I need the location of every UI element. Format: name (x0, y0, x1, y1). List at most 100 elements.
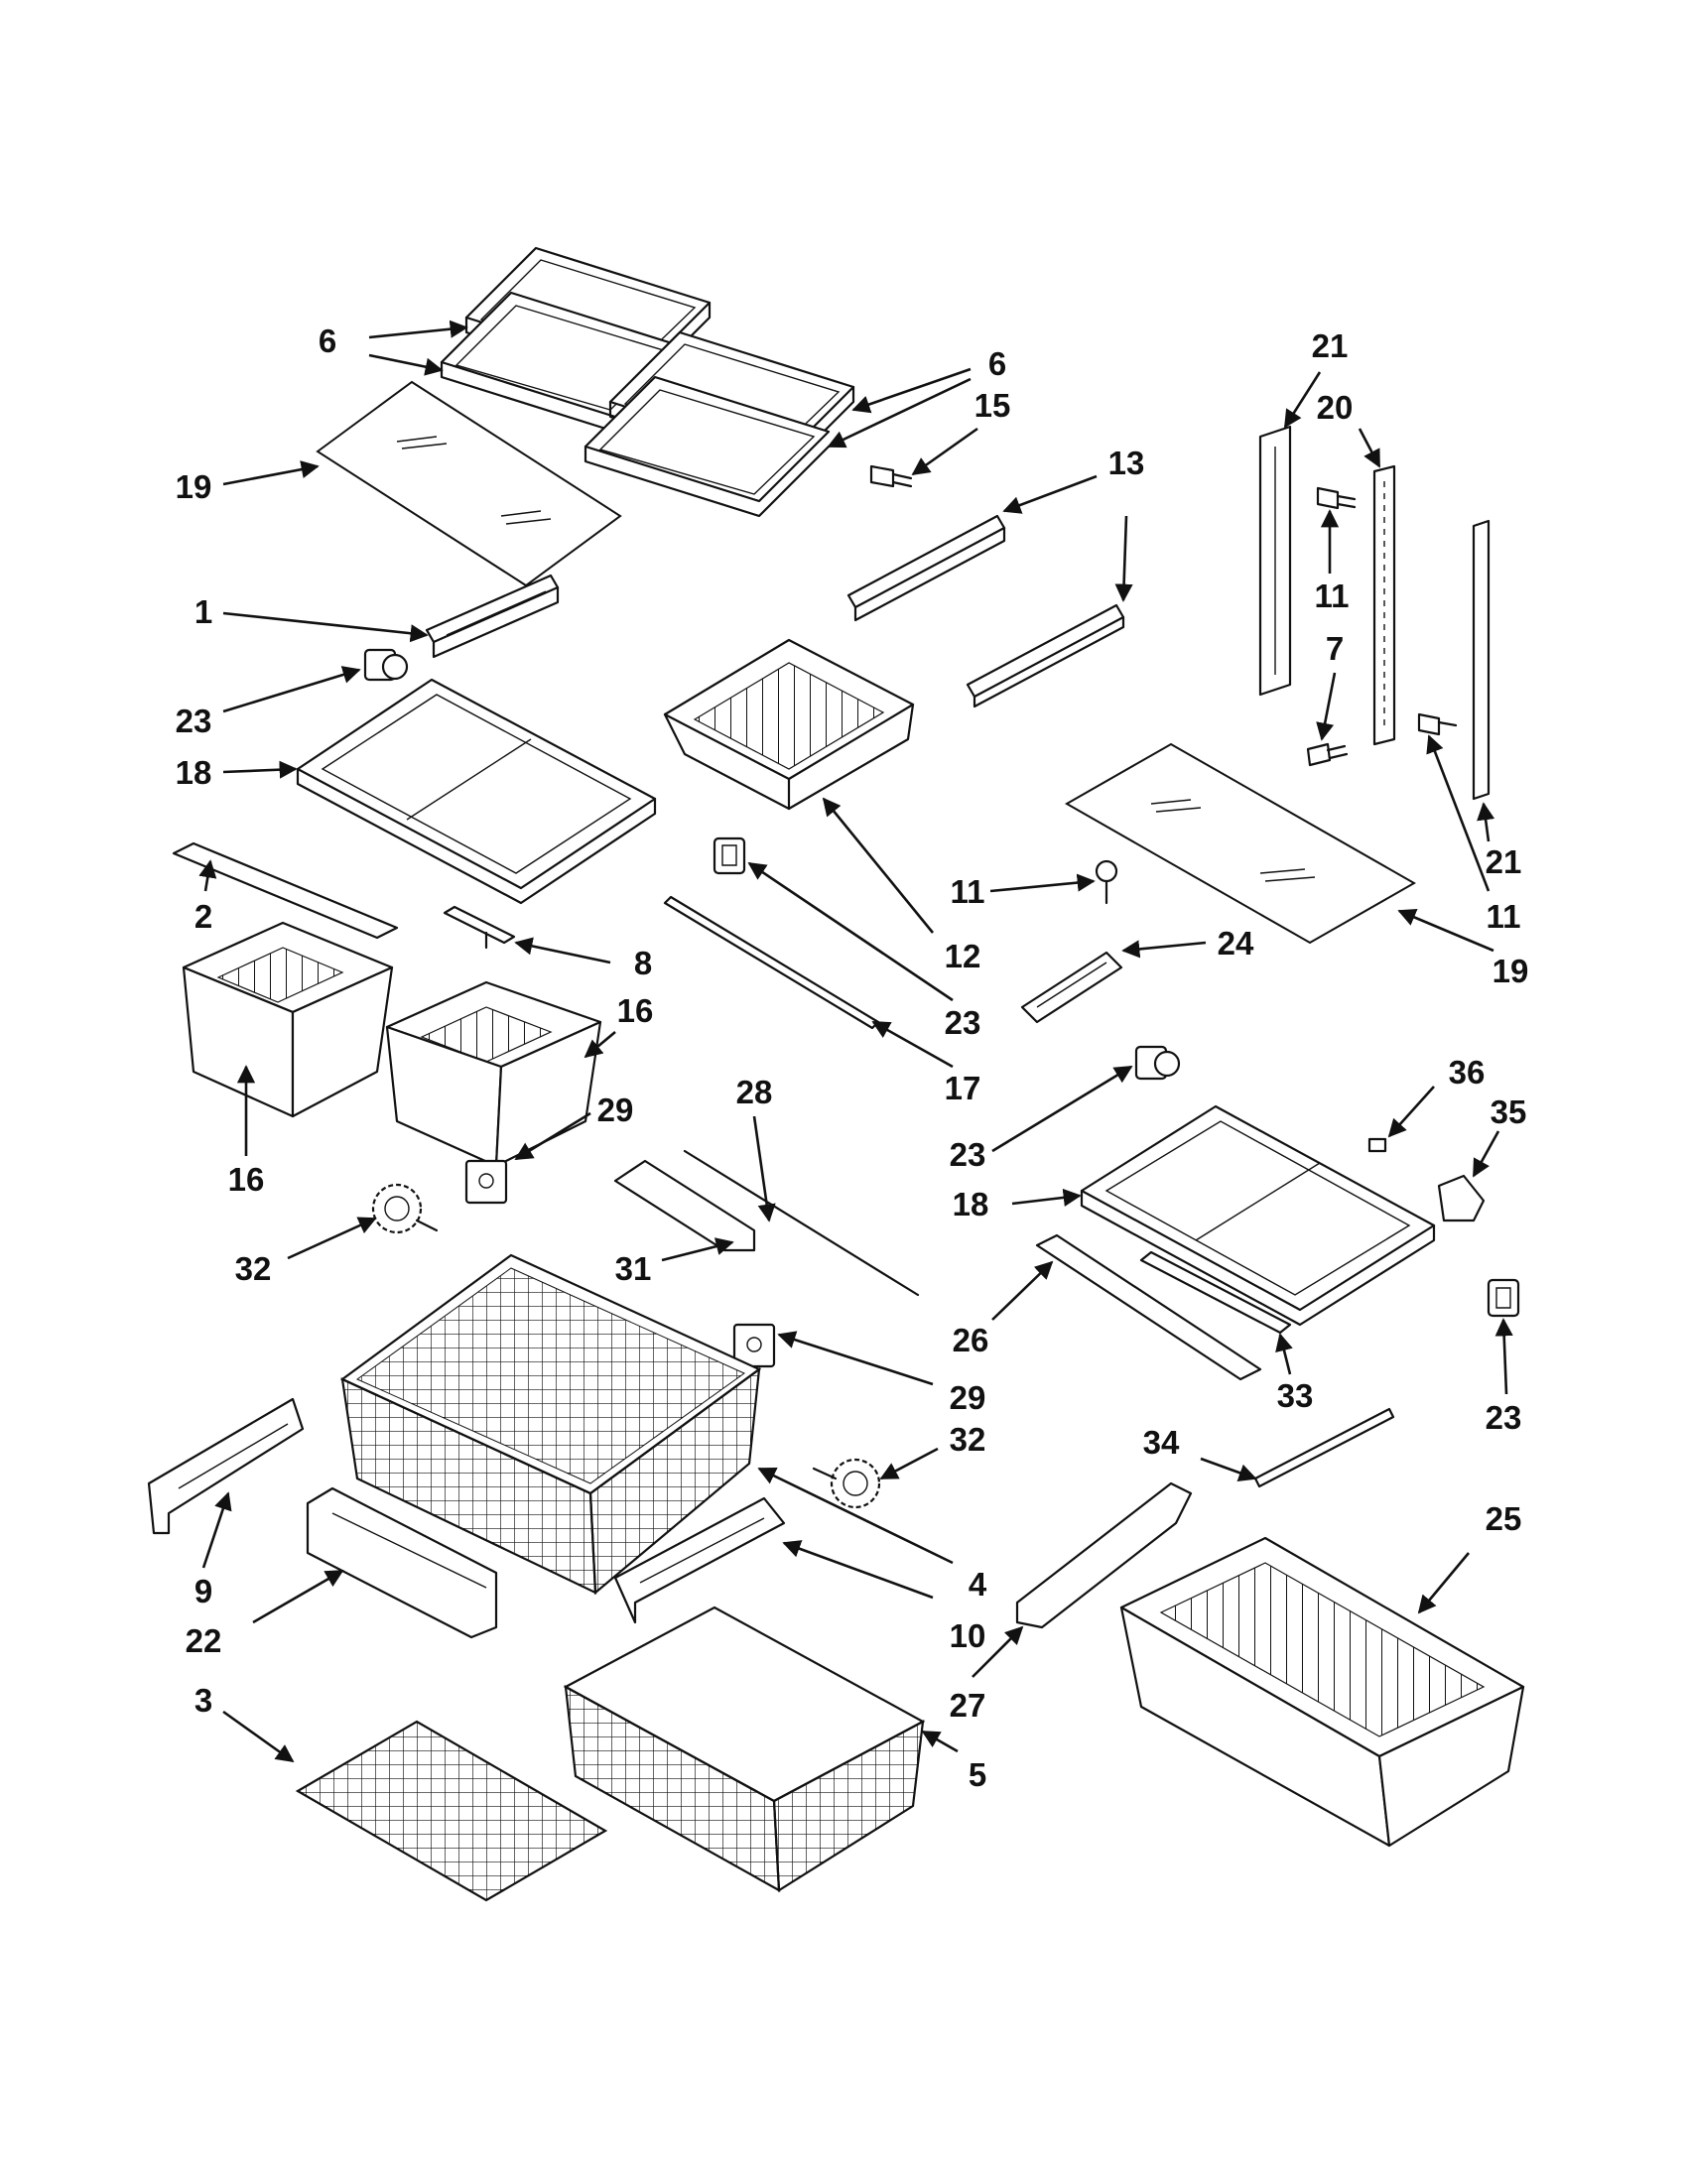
callout-16a: 16 (228, 1161, 265, 1198)
clip-36 (1367, 1137, 1387, 1153)
trim-strip-26 (1035, 1233, 1262, 1381)
leader-7 (1316, 672, 1337, 741)
crisper-cover-18-left (296, 678, 657, 905)
crisper-drawer-16-left (182, 921, 394, 1118)
glass-shelf-19-left (316, 380, 622, 587)
callout-9: 9 (195, 1573, 212, 1609)
leader-23b (747, 861, 954, 1002)
callout-23d: 23 (1486, 1399, 1522, 1436)
pantry-drawer-25 (1119, 1536, 1525, 1848)
callout-22: 22 (186, 1622, 222, 1659)
handle-27 (1015, 1481, 1193, 1629)
bracket-24 (1020, 951, 1123, 1024)
callout-2: 2 (195, 898, 212, 935)
leader-6b-2 (827, 377, 972, 449)
crisper-drawer-16-right (385, 980, 602, 1168)
callout-35: 35 (1491, 1093, 1527, 1130)
leader-11c (989, 873, 1096, 893)
leader-9 (201, 1491, 232, 1569)
leader-5 (921, 1730, 959, 1753)
callout-6b: 6 (988, 345, 1006, 382)
callout-32b: 32 (950, 1421, 986, 1458)
leader-12 (822, 797, 935, 934)
rail-20 (1372, 464, 1396, 746)
callout-24: 24 (1218, 925, 1254, 962)
callout-34: 34 (1143, 1424, 1180, 1461)
callout-29a: 29 (597, 1092, 634, 1128)
callout-21a: 21 (1312, 327, 1349, 364)
callout-4: 4 (969, 1566, 987, 1603)
screw-11-a (1316, 486, 1357, 510)
screw-15 (869, 464, 913, 488)
end-cap-23-d (1487, 1278, 1520, 1318)
leader-16b (584, 1031, 616, 1059)
callout-18b: 18 (953, 1186, 989, 1222)
callout-8: 8 (634, 945, 652, 981)
screw-11-b (1417, 712, 1458, 736)
callout-36: 36 (1449, 1054, 1486, 1091)
leader-18a (222, 760, 298, 779)
leader-21a (1283, 371, 1322, 429)
leader-29b (777, 1331, 934, 1386)
shelf-rail-13 (846, 514, 1125, 708)
leader-15 (911, 427, 978, 476)
leader-lines-layer (198, 320, 1513, 1763)
leader-24 (1121, 940, 1207, 959)
leader-18b (1011, 1188, 1082, 1207)
leader-32a (287, 1217, 377, 1260)
callout-27: 27 (950, 1687, 986, 1724)
leader-10 (782, 1540, 934, 1600)
leader-8 (514, 937, 611, 964)
leader-28 (752, 1115, 776, 1222)
leader-31 (661, 1237, 734, 1262)
callout-23a: 23 (176, 703, 212, 739)
deli-drawer-12 (663, 638, 915, 811)
callout-12: 12 (945, 938, 981, 974)
screw-7 (1306, 742, 1349, 767)
trim-strip-2 (172, 841, 399, 940)
callout-23c: 23 (950, 1136, 986, 1173)
leader-22 (252, 1569, 344, 1624)
leader-36 (1387, 1086, 1435, 1138)
wire-grid-3 (295, 1720, 608, 1902)
wire-basket-5 (563, 1606, 926, 1892)
leader-1 (222, 611, 429, 643)
leader-33 (1275, 1333, 1293, 1375)
callout-1: 1 (195, 593, 212, 630)
callout-11c: 11 (951, 873, 985, 910)
leader-23d (1494, 1318, 1513, 1395)
leader-34 (1200, 1457, 1257, 1481)
callout-20: 20 (1317, 389, 1354, 426)
callout-11b: 11 (1487, 898, 1521, 935)
leader-13a (1002, 474, 1098, 514)
bracket-29-lower (732, 1323, 776, 1368)
bracket-29-upper (464, 1159, 508, 1205)
callout-26: 26 (953, 1322, 989, 1358)
callout-28: 28 (736, 1074, 773, 1110)
crisper-cover-18-right (1080, 1104, 1436, 1327)
callout-23b: 23 (945, 1004, 981, 1041)
leader-19a (222, 460, 320, 486)
rod-28 (683, 1149, 920, 1297)
leader-3 (222, 1710, 295, 1763)
callout-13: 13 (1108, 445, 1145, 481)
rail-21-left (1258, 425, 1292, 697)
slide-bracket-31 (613, 1159, 756, 1252)
rail-21-right (1472, 519, 1491, 801)
end-cap-23-b (713, 836, 746, 875)
rod-17 (663, 895, 880, 1030)
leader-19b (1397, 908, 1494, 953)
callout-19a: 19 (176, 468, 212, 505)
callout-29b: 29 (950, 1379, 986, 1416)
leader-17 (871, 1020, 954, 1069)
callout-numbers-layer: 6 6 15 19 13 1 23 18 2 8 16 16 12 23 17 … (176, 322, 1529, 1793)
callout-21b: 21 (1486, 843, 1522, 880)
leader-6a-2 (368, 353, 444, 376)
parts-layer (147, 246, 1525, 1902)
leader-6a-1 (368, 320, 468, 339)
callout-16b: 16 (617, 992, 654, 1029)
callout-17: 17 (945, 1070, 981, 1106)
end-cap-23-c (1134, 1045, 1181, 1081)
callout-5: 5 (969, 1756, 986, 1793)
